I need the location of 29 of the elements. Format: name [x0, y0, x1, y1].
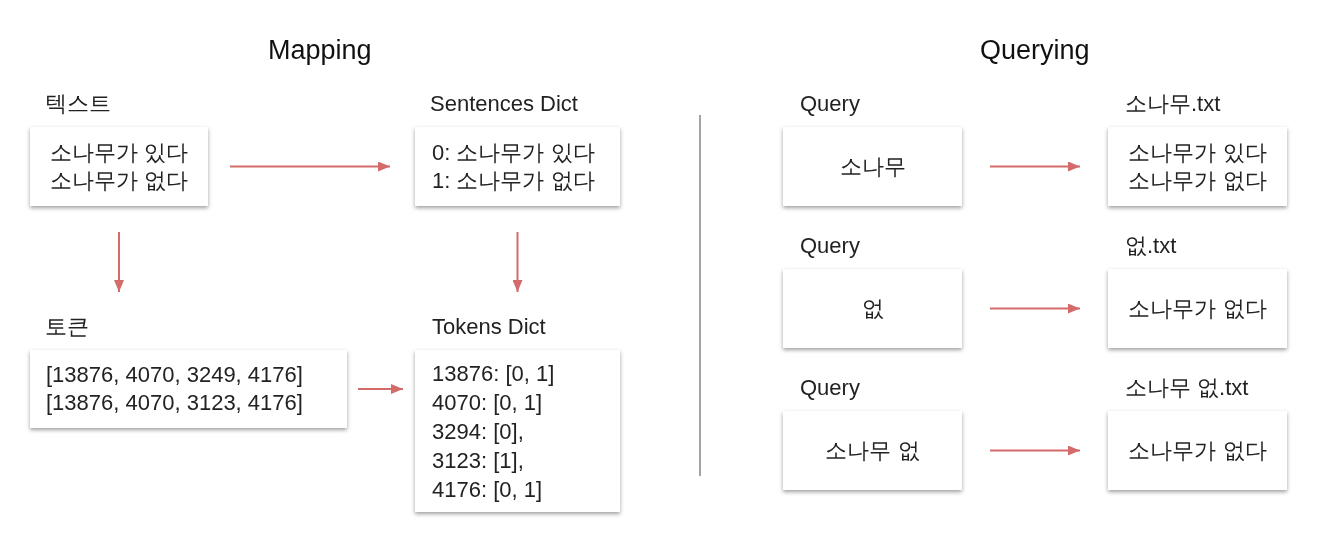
box-heading: Query — [800, 375, 860, 401]
section-title: Mapping — [268, 34, 372, 66]
box-heading: 소나무 없.txt — [1125, 375, 1249, 401]
text-box: 소나무가 있다 소나무가 없다 — [1108, 127, 1287, 206]
text-box: 소나무 없 — [783, 411, 962, 490]
text-box: [13876, 4070, 3249, 4176] [13876, 4070, 3123, 4176] — [30, 350, 347, 428]
text-box: 없 — [783, 269, 962, 348]
text-box: 소나무가 없다 — [1108, 269, 1287, 348]
text-box: 소나무가 없다 — [1108, 411, 1287, 490]
arrow — [512, 231, 523, 293]
arrow — [357, 384, 404, 394]
arrow — [989, 445, 1081, 456]
text-box: 13876: [0, 1] 4070: [0, 1] 3294: [0], 3123: [1], 4176: [0, 1] — [415, 350, 620, 512]
arrow — [989, 303, 1081, 314]
box-heading: 텍스트 — [45, 91, 111, 117]
arrow — [989, 161, 1081, 172]
box-heading: 없.txt — [1125, 233, 1177, 259]
box-heading: 소나무.txt — [1125, 91, 1221, 117]
arrow — [229, 161, 391, 172]
text-box: 소나무 — [783, 127, 962, 206]
box-heading: Query — [800, 91, 860, 117]
box-heading: Sentences Dict — [430, 91, 578, 117]
arrow — [114, 231, 124, 293]
text-box: 0: 소나무가 있다 1: 소나무가 없다 — [415, 127, 620, 206]
section-title: Querying — [980, 34, 1090, 66]
text-box: 소나무가 있다 소나무가 없다 — [30, 127, 208, 206]
box-heading: 토큰 — [45, 314, 89, 340]
box-heading: Tokens Dict — [432, 314, 546, 340]
box-heading: Query — [800, 233, 860, 259]
